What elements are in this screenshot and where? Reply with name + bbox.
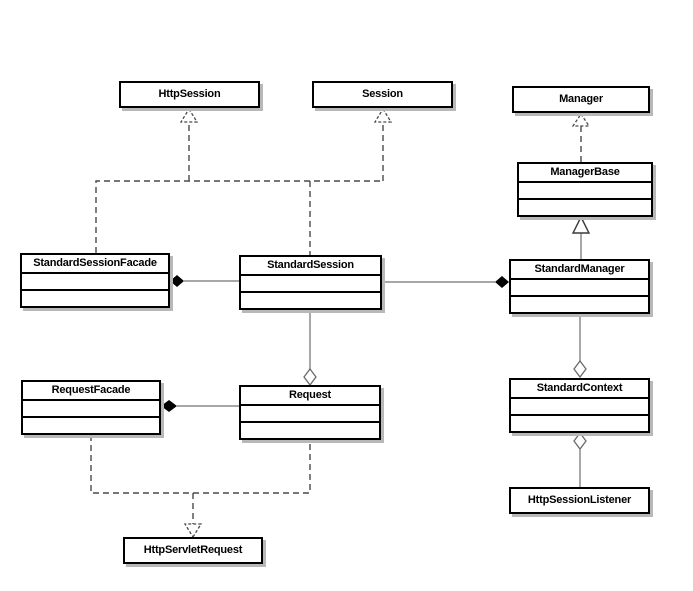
composition-diamond-facade-icon [170,275,184,287]
class-name: Request [289,389,331,401]
operations-compartment [519,198,651,215]
composition-diamond-standardmanager-icon [495,276,509,288]
realization-arrow-manager-icon [571,112,591,127]
operations-compartment [511,295,648,312]
realization-arrow-httpservletrequest-icon [183,523,203,539]
class-httpsessionlistener[interactable]: HttpSessionListener [509,487,650,514]
attributes-compartment [519,181,651,198]
class-name: HttpSessionListener [527,494,632,506]
attributes-compartment [241,404,379,421]
aggregation-diamond-standardcontext-top-icon [573,359,587,379]
aggregation-diamond-request-icon [303,367,317,387]
class-name: HttpServletRequest [143,544,243,556]
class-name: StandardSession [267,259,354,271]
attributes-compartment [241,274,380,291]
class-name: RequestFacade [51,384,131,396]
attributes-compartment [511,278,648,295]
operations-compartment [241,421,379,438]
class-manager[interactable]: Manager [512,86,650,113]
realization-arrow-httpsession-icon [179,107,199,123]
operations-compartment [22,289,168,306]
class-standardsessionfacade[interactable]: StandardSessionFacade [20,253,170,308]
class-standardcontext[interactable]: StandardContext [509,378,650,433]
class-name: Manager [559,93,603,105]
class-requestfacade[interactable]: RequestFacade [21,380,161,435]
class-name: StandardManager [534,263,625,275]
attributes-compartment [23,399,159,416]
class-name: StandardContext [536,382,623,394]
class-standardmanager[interactable]: StandardManager [509,259,650,314]
operations-compartment [511,414,648,431]
composition-diamond-requestfacade-icon [161,400,177,412]
operations-compartment [23,416,159,433]
class-managerbase[interactable]: ManagerBase [517,162,653,217]
class-name: StandardSessionFacade [33,257,157,269]
class-name: HttpSession [158,88,221,100]
realization-bus-session [95,122,384,255]
class-httpsession[interactable]: HttpSession [119,81,260,108]
realization-bus-request [90,435,311,524]
class-name: ManagerBase [550,166,620,178]
class-httpservletrequest[interactable]: HttpServletRequest [123,537,263,564]
aggregation-diamond-standardcontext-bottom-icon [573,431,587,451]
generalization-arrow-managerbase-icon [571,215,591,234]
class-name: Session [362,88,403,100]
class-session[interactable]: Session [312,81,453,108]
attributes-compartment [511,397,648,414]
attributes-compartment [22,272,168,289]
class-standardsession[interactable]: StandardSession [239,255,382,310]
realization-arrow-session-icon [373,107,393,123]
class-request[interactable]: Request [239,385,381,440]
operations-compartment [241,291,380,308]
